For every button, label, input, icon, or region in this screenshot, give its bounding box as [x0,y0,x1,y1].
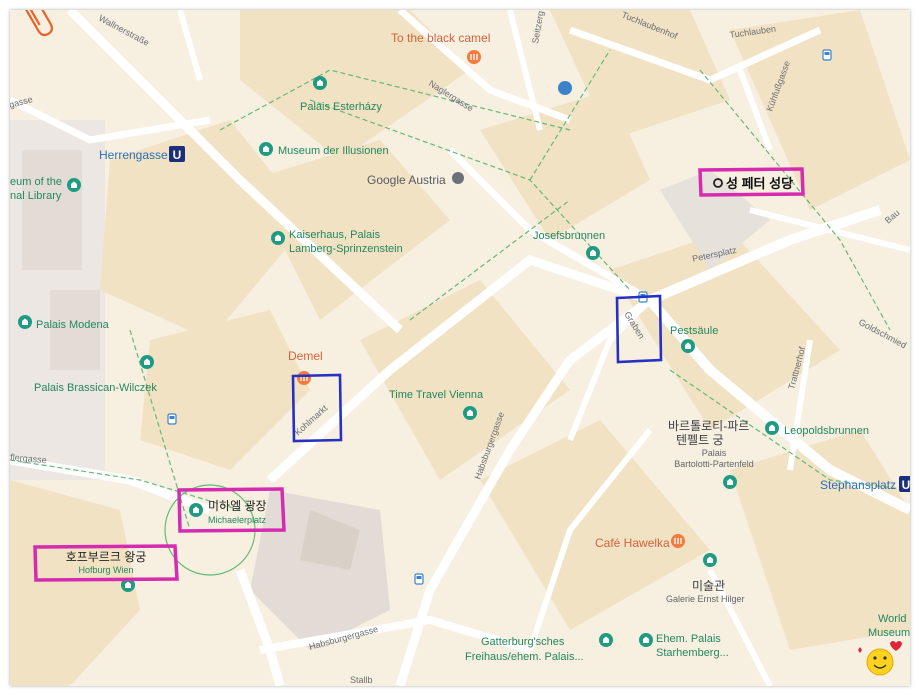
map-viewport[interactable]: Wallnerstraße Naglergasse Seitzerg Tuchl… [10,10,910,686]
poi-label-gallery: Galerie Ernst Hilger [666,594,745,604]
poi-label-world-museum-2: Museum [868,627,910,639]
poi-leopoldsbrunnen[interactable]: Leopoldsbrunnen [765,421,869,437]
annotation-hofburg-kr: 호프부르크 왕궁 [66,550,147,564]
annotation-hofburg: 호프부르크 왕궁 Hofburg Wien [33,544,179,582]
poi-gatterburg[interactable]: Gatterburg'sches Freihaus/ehem. Palais..… [465,633,613,663]
metro-u-icon [169,146,185,162]
poi-museum-illusionen[interactable]: Museum der Illusionen [259,142,389,157]
poi-label-palais-esterhazy: Palais Esterházy [300,101,382,113]
poi-label-national-library-2: nal Library [10,190,62,202]
location-pin-icon [452,172,464,184]
poi-label-kaiserhaus-2: Lamberg-Sprinzenstein [289,243,403,255]
paperclip-icon [22,10,54,37]
poi-label-national-library-1: eum of the [10,176,62,188]
shopping-bag-icon [558,81,572,95]
poi-label-gallery-kr: 미술관 [692,579,725,593]
poi-palais-esterhazy[interactable]: Palais Esterházy [300,76,382,113]
poi-label-world-museum-1: World [878,613,907,625]
annotation-hofburg-label: Hofburg Wien [78,565,133,575]
poi-label-bartolotti-1: Palais [702,448,727,458]
poi-label-pestsaeule: Pestsäule [670,325,718,337]
poi-label-palais-brassican: Palais Brassican-Wilczek [34,382,157,394]
annotation-michaelerplatz-kr: 미하엘 광장 [208,499,267,513]
poi-label-leopoldsbrunnen: Leopoldsbrunnen [784,425,869,437]
metro-badge-label: U [173,148,182,162]
map-canvas[interactable]: Wallnerstraße Naglergasse Seitzerg Tuchl… [10,10,910,686]
annotation-michaelerplatz-label: Michaelerplatz [208,515,267,525]
poi-national-library[interactable]: eum of the nal Library [10,176,81,202]
poi-stephansplatz-station[interactable]: Stephansplatz U [820,476,910,492]
poi-label-gatterburg-2: Freihaus/ehem. Palais... [465,651,584,663]
poi-demel[interactable]: Demel [288,349,323,386]
poi-time-travel[interactable]: Time Travel Vienna [389,389,484,420]
annotation-graben-box [615,294,663,364]
poi-label-demel: Demel [288,349,323,363]
metro-u-icon-stephansplatz [899,476,910,492]
annotation-kohlmarkt-box [291,373,343,443]
poi-world-museum[interactable]: World Museum [868,613,910,639]
annotation-michaelerplatz: 미하엘 광장 Michaelerplatz [177,487,286,533]
poi-label-bartolotti-2: Bartolotti-Partenfeld [674,459,754,469]
poi-label-cafe-hawelka: Café Hawelka [595,536,670,550]
poi-label-starhemberg-1: Ehem. Palais [656,633,721,645]
metro-badge-label-stephansplatz: U [902,478,910,492]
poi-bartolotti[interactable]: 바르톨로티-파르 텐펠트 궁 Palais Bartolotti-Partenf… [668,419,754,489]
poi-label-herrengasse: Herrengasse [99,148,168,162]
poi-josefsbrunnen[interactable]: Josefsbrunnen [533,230,605,260]
poi-palais-brassican[interactable]: Palais Brassican-Wilczek [34,355,157,394]
poi-galerie-hilger[interactable]: 미술관 Galerie Ernst Hilger [666,553,745,604]
poi-shopping[interactable] [558,81,572,95]
poi-label-palais-modena: Palais Modena [36,319,110,331]
poi-label-stephansplatz: Stephansplatz [820,478,896,492]
poi-pestsaeule[interactable]: Pestsäule [670,325,718,353]
poi-label-josefsbrunnen: Josefsbrunnen [533,230,605,242]
poi-label-bartolotti-kr-1: 바르톨로티-파르 [668,419,749,433]
pedestrian-paths [10,49,910,576]
smiley-face-icon [858,641,902,676]
poi-palais-modena[interactable]: Palais Modena [18,315,110,331]
poi-label-google-austria: Google Austria [367,173,446,187]
poi-label-time-travel: Time Travel Vienna [389,389,484,401]
poi-kaiserhaus[interactable]: Kaiserhaus, Palais Lamberg-Sprinzenstein [271,229,403,255]
street-label-stallburg: Stallb [350,675,373,685]
poi-cafe-hawelka[interactable]: Café Hawelka [595,533,686,550]
poi-google-austria[interactable]: Google Austria [367,172,464,187]
annotation-st-peter: O 성 페터 성당 [698,167,805,197]
street-label-schauflergasse: flergasse [10,452,47,465]
annotation-st-peter-label: 성 페터 성당 [726,176,793,191]
poi-label-kaiserhaus-1: Kaiserhaus, Palais [289,229,381,241]
poi-label-museum-illusionen: Museum der Illusionen [278,145,389,157]
poi-label-gatterburg-1: Gatterburg'sches [481,636,565,648]
poi-starhemberg[interactable]: Ehem. Palais Starhemberg... [639,633,729,659]
poi-black-camel[interactable]: To the black camel [391,31,490,65]
circle-marker-icon [713,178,723,188]
poi-label-black-camel: To the black camel [391,31,490,45]
poi-herrengasse-station[interactable]: Herrengasse U [99,146,185,162]
poi-label-bartolotti-kr-2: 텐펠트 궁 [676,433,724,447]
poi-label-starhemberg-2: Starhemberg... [656,647,729,659]
